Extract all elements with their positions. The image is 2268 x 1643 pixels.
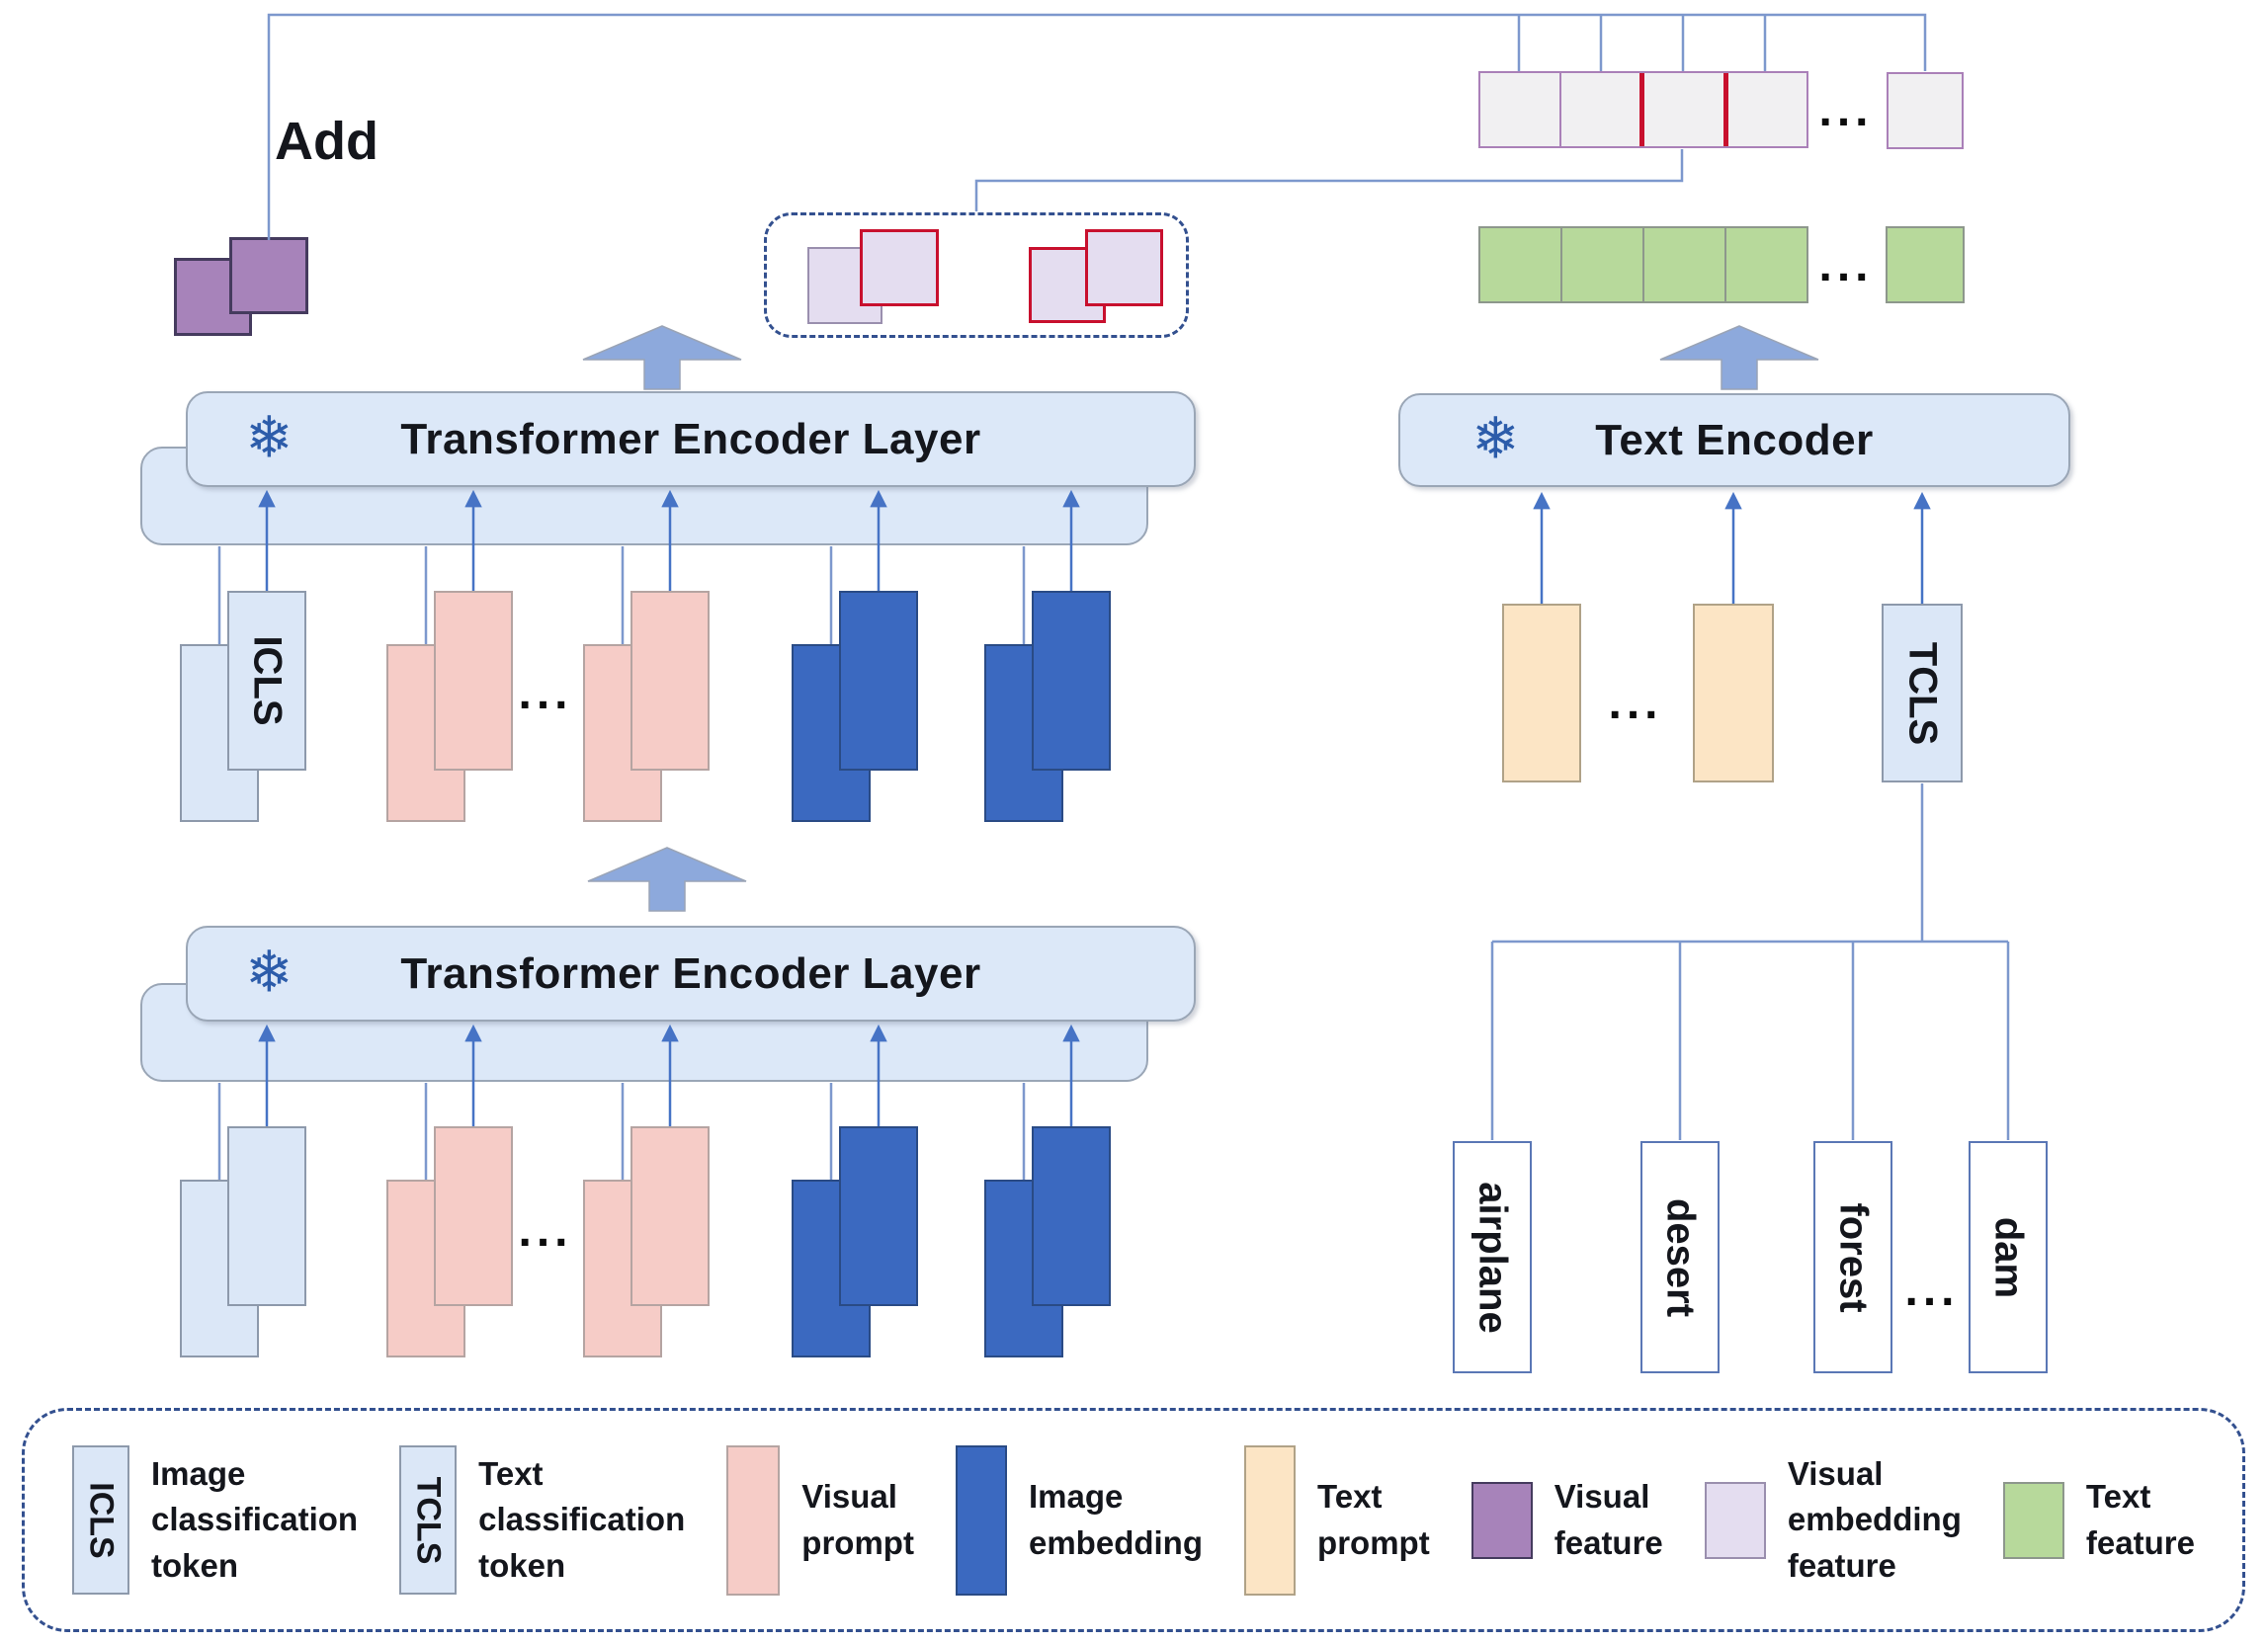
encoder-title: Transformer Encoder Layer [400, 948, 981, 998]
tcls-swatch: TCLS [399, 1445, 458, 1595]
icls-swatch-label: ICLS [82, 1481, 121, 1559]
class-word-box: dam [1969, 1141, 2048, 1373]
legend-item-image-embedding: Image embedding [955, 1444, 1203, 1596]
tcls-swatch-label: TCLS [409, 1476, 448, 1564]
text-encoder: ❄ Text Encoder [1398, 393, 2070, 487]
selected-embedding-square-highlighted [860, 229, 939, 306]
text-prompt-token [1502, 604, 1581, 782]
transformer-encoder-layer-bottom: ❄ Transformer Encoder Layer [186, 926, 1196, 1022]
tcls-token-label: TCLS [1900, 641, 1945, 745]
legend-label: Image classification token [151, 1455, 359, 1584]
tcls-token: TCLS [1882, 604, 1963, 782]
ellipsis: ... [518, 667, 573, 719]
class-word-box: airplane [1453, 1141, 1532, 1373]
visual-embedding-feature-swatch [1704, 1481, 1766, 1559]
encoder-title: Text Encoder [1595, 415, 1874, 464]
icls-token: ICLS [227, 591, 306, 771]
up-arrow-to-text-feature [1659, 325, 1819, 390]
legend-item-visual-embedding-feature: Visual embedding feature [1704, 1451, 1962, 1589]
snowflake-icon: ❄ [245, 938, 294, 1006]
legend-label: Visual feature [1554, 1478, 1663, 1561]
up-arrow-to-embedding-select [582, 325, 742, 390]
legend-item-tcls: TCLS Text classification token [399, 1445, 685, 1595]
class-word-box: forest [1813, 1141, 1892, 1373]
snowflake-icon: ❄ [245, 403, 294, 471]
legend-label: Text prompt [1317, 1478, 1430, 1561]
class-word: forest [1831, 1201, 1876, 1313]
image-embedding-token [839, 591, 918, 771]
up-arrow-between-layers [587, 847, 747, 912]
visual-prompt-token [434, 591, 513, 771]
add-label: Add [275, 112, 378, 171]
text-feature-swatch [2002, 1481, 2064, 1559]
text-feature-cell [1480, 228, 1562, 301]
visual-prompt-token [630, 1126, 710, 1306]
ellipsis: ... [1818, 239, 1874, 291]
image-embedding-swatch [955, 1444, 1007, 1596]
class-word: airplane [1470, 1181, 1515, 1334]
text-feature-cell [1726, 228, 1806, 301]
image-embedding-token [1032, 591, 1111, 771]
visual-prompt-token [630, 591, 710, 771]
image-embedding-token [1032, 1126, 1111, 1306]
legend-label: Text feature [2085, 1478, 2195, 1561]
icls-token [227, 1126, 306, 1306]
legend-label: Text classification token [478, 1455, 686, 1584]
legend-item-text-feature: Text feature [2002, 1474, 2195, 1565]
embedding-select-connector [974, 149, 1684, 211]
visual-prompt-token [434, 1126, 513, 1306]
legend: ICLS Image classification token TCLS Tex… [22, 1408, 2245, 1632]
visual-embedding-feature-row [1478, 71, 1808, 148]
image-embedding-token [839, 1126, 918, 1306]
legend-item-text-prompt: Text prompt [1244, 1444, 1430, 1596]
text-feature-cell-last [1886, 226, 1965, 303]
visual-prompt-swatch [726, 1444, 781, 1596]
visual-embedding-cell-selected [1560, 73, 1644, 146]
icls-token-label: ICLS [245, 635, 290, 726]
text-feature-row [1478, 226, 1808, 303]
transformer-encoder-layer-top: ❄ Transformer Encoder Layer [186, 391, 1196, 487]
tcls-to-words-connector [1490, 783, 2010, 1140]
visual-embedding-cell-selected [1644, 73, 1728, 146]
visual-embedding-cell [1727, 73, 1806, 146]
ellipsis: ... [1904, 1264, 1960, 1316]
class-word-box: desert [1640, 1141, 1720, 1373]
ellipsis: ... [518, 1204, 573, 1257]
icls-swatch: ICLS [72, 1445, 129, 1595]
selected-embedding-square-highlighted [1085, 229, 1163, 306]
ellipsis: ... [1818, 84, 1874, 136]
text-feature-cell [1562, 228, 1644, 301]
class-word: desert [1658, 1197, 1703, 1317]
visual-embedding-cell [1480, 73, 1561, 146]
text-prompt-swatch [1244, 1444, 1297, 1596]
class-word: dam [1986, 1216, 2031, 1298]
text-feature-cell [1644, 228, 1726, 301]
legend-label: Image embedding [1028, 1478, 1203, 1561]
legend-label: Visual prompt [801, 1478, 914, 1561]
encoder-title: Transformer Encoder Layer [400, 414, 981, 463]
ellipsis: ... [1608, 677, 1663, 729]
text-token-input-lines [1533, 491, 1931, 604]
legend-label: Visual embedding feature [1787, 1455, 1962, 1584]
text-prompt-token [1693, 604, 1774, 782]
visual-feature-swatch [1470, 1481, 1533, 1559]
legend-item-visual-feature: Visual feature [1470, 1474, 1663, 1565]
visual-embedding-cell-last [1887, 72, 1964, 149]
legend-item-icls: ICLS Image classification token [72, 1445, 358, 1595]
legend-item-visual-prompt: Visual prompt [726, 1444, 914, 1596]
snowflake-icon: ❄ [1471, 404, 1520, 472]
visual-feature-square-front [229, 237, 308, 314]
